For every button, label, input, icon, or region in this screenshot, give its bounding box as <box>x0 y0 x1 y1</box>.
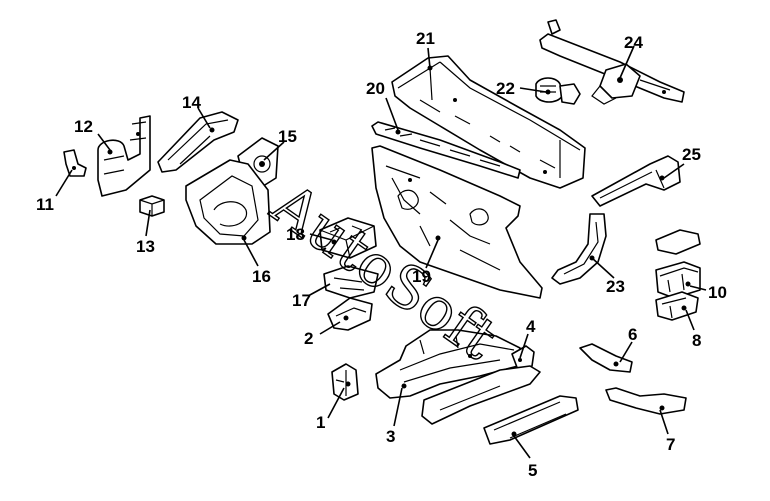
callout-6: 6 <box>628 325 637 344</box>
callout-13: 13 <box>136 237 155 256</box>
callout-11: 11 <box>36 195 54 214</box>
part-19-dash-panel <box>371 145 543 299</box>
callout-20: 20 <box>366 79 385 98</box>
part-6-bracket <box>579 343 633 373</box>
callout-18: 18 <box>286 225 305 244</box>
part-21-cowl-top-panel <box>391 55 586 189</box>
callout-19: 19 <box>412 267 431 286</box>
part-17-support-plate <box>323 265 379 299</box>
callout-25: 25 <box>682 145 701 164</box>
part-13-small-block <box>139 195 165 217</box>
callout-22: 22 <box>496 79 515 98</box>
callout-labels: 1 2 3 4 5 6 7 8 10 11 12 13 14 15 16 17 … <box>36 29 727 480</box>
part-24-wiper-linkage <box>539 19 685 105</box>
callout-3: 3 <box>386 427 395 446</box>
part-12-bracket-assembly <box>97 115 151 197</box>
part-1-bracket-block <box>331 363 359 401</box>
leader-lines <box>55 45 707 459</box>
callout-7: 7 <box>666 435 675 454</box>
part-14-upper-rail <box>157 111 239 173</box>
callout-16: 16 <box>252 267 271 286</box>
callout-15: 15 <box>278 127 297 146</box>
part-8-mount-lower <box>655 291 699 321</box>
part-5-lower-side-member <box>421 365 579 445</box>
callout-8: 8 <box>692 331 701 350</box>
part-25-bracket-right <box>591 155 681 207</box>
part-7-arm-bracket <box>605 387 687 415</box>
callout-24: 24 <box>624 33 643 52</box>
callout-21: 21 <box>416 29 435 48</box>
callout-5: 5 <box>528 461 537 480</box>
part-16-wheel-house <box>185 159 271 245</box>
part-20-cowl-strip <box>371 121 521 179</box>
part-18-battery-tray <box>319 217 377 259</box>
callout-17: 17 <box>292 291 311 310</box>
part-23-curved-bracket <box>551 213 607 285</box>
callout-12: 12 <box>74 117 93 136</box>
callout-4: 4 <box>526 317 536 336</box>
callout-10: 10 <box>708 283 727 302</box>
callout-1: 1 <box>316 413 325 432</box>
part-10-mount-upper <box>655 229 701 299</box>
callout-23: 23 <box>606 277 625 296</box>
part-11-small-bracket <box>63 149 87 177</box>
callout-14: 14 <box>182 93 201 112</box>
callout-2: 2 <box>304 329 313 348</box>
part-22-wiper-motor <box>535 77 581 105</box>
